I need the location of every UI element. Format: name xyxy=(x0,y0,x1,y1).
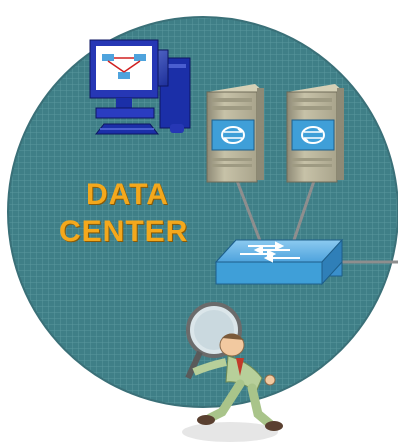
workstation-icon xyxy=(89,39,191,135)
network-switch-icon xyxy=(214,238,344,286)
server-icon xyxy=(286,84,344,183)
magnifier-person-icon xyxy=(182,302,283,442)
network-links xyxy=(234,177,398,264)
server-icon xyxy=(206,84,264,183)
data-center-label-line1: DATA xyxy=(86,178,169,211)
data-center-label-line2: CENTER xyxy=(59,215,189,248)
